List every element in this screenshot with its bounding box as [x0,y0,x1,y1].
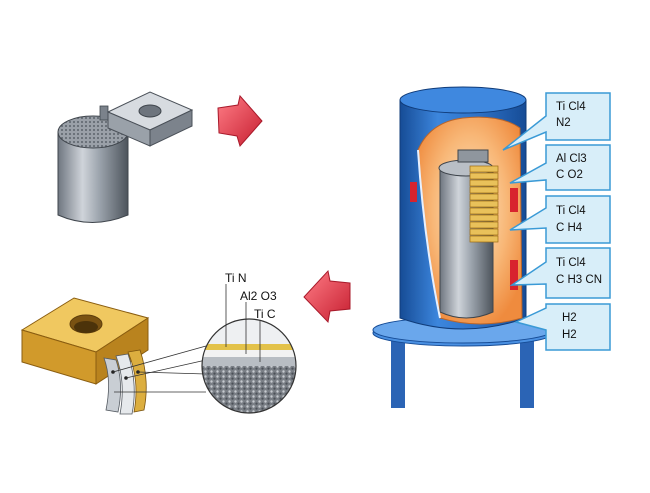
gas-inlet-arrow-5: H2 H2 [513,303,611,351]
coating-cross-section [201,318,297,414]
process-arrow-left [303,269,351,324]
gas-4-line1: Ti Cl4 [556,257,586,269]
gas-inlet-arrow-2: Al Cl3 C O2 [509,144,611,191]
gas-3-line1: Ti Cl4 [556,205,586,217]
gas-3-line2: C H4 [556,222,583,234]
layer-tic-label: Ti C [254,307,276,321]
coating-layer-labels: Ti N Al2 O3 Ti C [225,271,277,362]
gas-5-line2: H2 [562,329,577,341]
magnify-leader-lines [112,345,207,393]
coated-insert [20,297,150,415]
gas-5-line1: H2 [562,312,577,324]
tool-holder-with-insert [57,91,194,223]
gas-2-line2: C O2 [556,169,583,181]
process-arrow-right [217,94,263,148]
gas-4-line2: C H3 CN [556,274,602,286]
gas-1-line2: N2 [556,117,571,129]
gas-inlet-arrow-1: Ti Cl4 N2 [502,92,611,151]
layer-tin-label: Ti N [225,271,247,285]
gas-inlet-arrow-3: Ti Cl4 C H4 [509,195,611,244]
gas-2-line1: Al Cl3 [556,153,587,165]
cvd-reactor [372,86,554,408]
gas-inlet-arrow-4: Ti Cl4 C H3 CN [509,247,611,299]
layer-al2o3-label: Al2 O3 [240,289,277,303]
gas-1-line1: Ti Cl4 [556,101,586,113]
